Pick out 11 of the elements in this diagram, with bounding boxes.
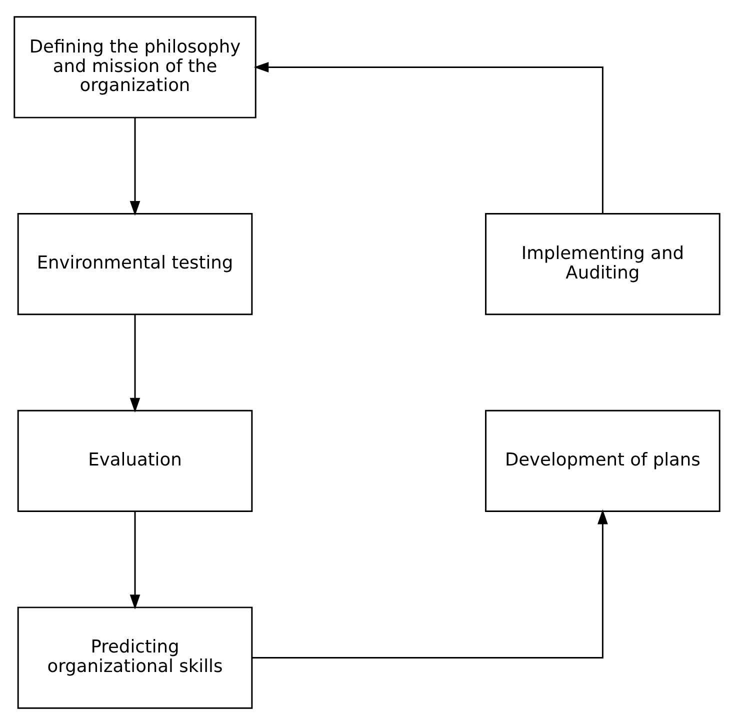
node-box: Environmental testing — [17, 212, 253, 315]
node-box: Predicting organizational skills — [17, 606, 253, 708]
node-box: Development of plans — [485, 409, 720, 512]
arrow — [252, 508, 608, 658]
node-box: Defining the philosophy and mission of the organization — [14, 16, 256, 118]
node-box: Implementing and Auditing — [485, 212, 720, 315]
node-box: Evaluation — [17, 409, 253, 512]
arrow — [130, 511, 140, 609]
arrow — [130, 117, 140, 216]
arrow — [254, 62, 604, 213]
arrow — [130, 314, 140, 412]
